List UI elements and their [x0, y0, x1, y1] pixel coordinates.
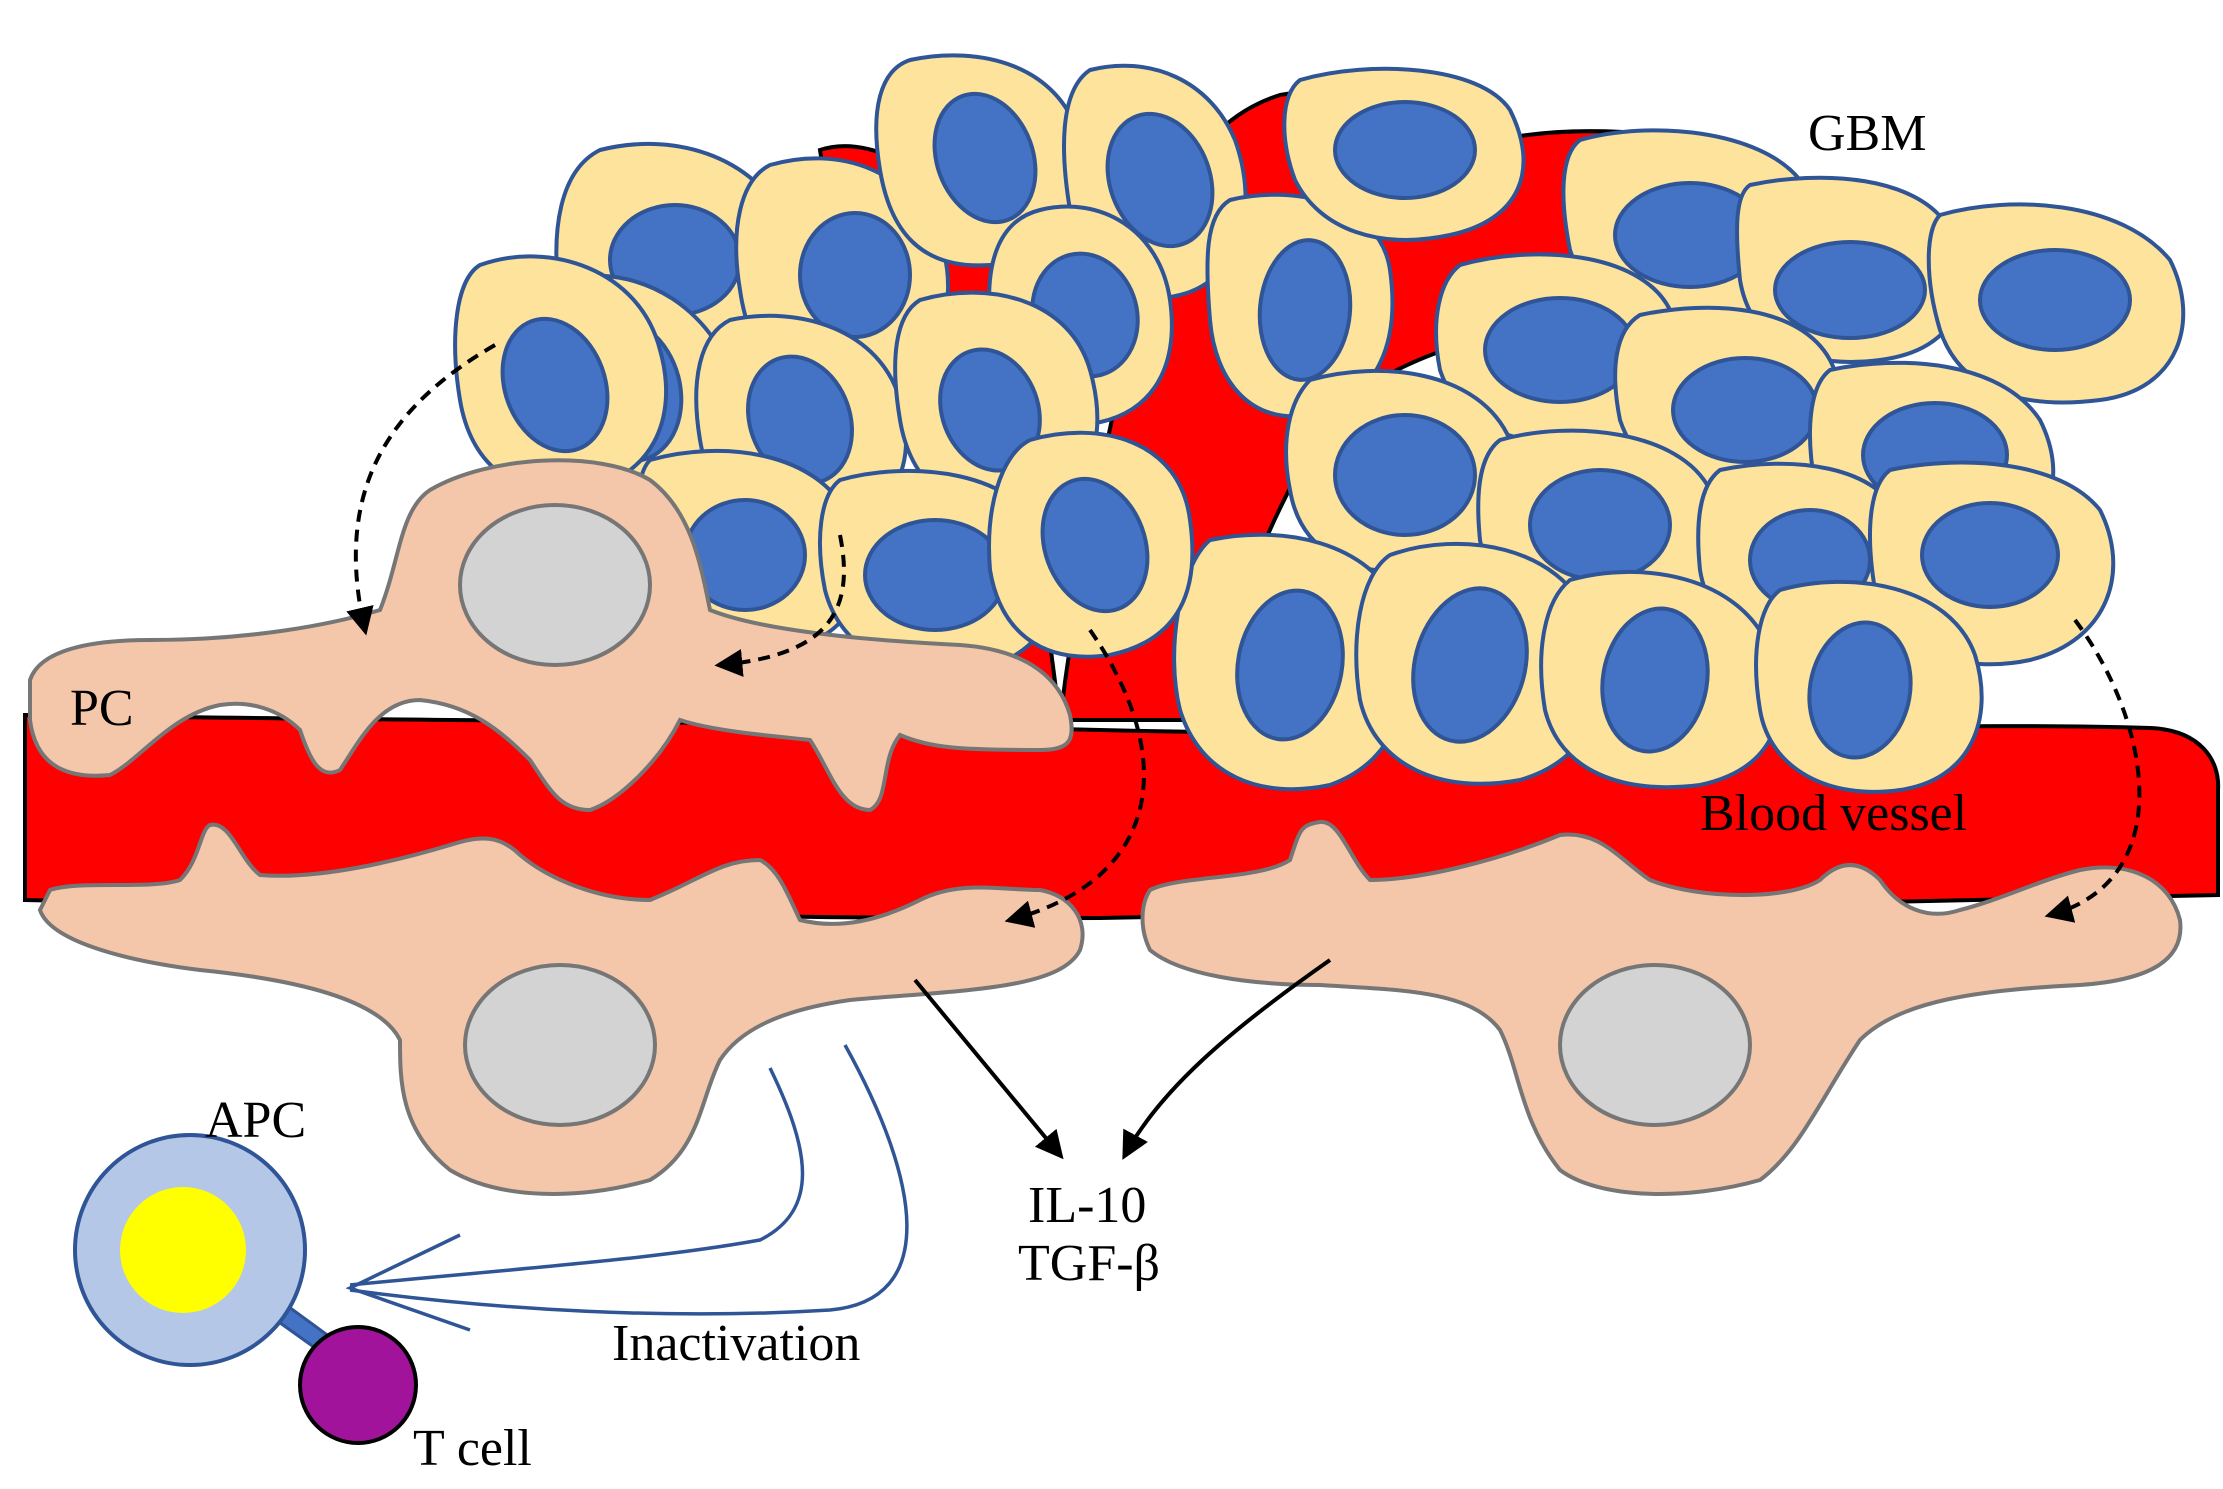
inactivation-arrow	[345, 1044, 909, 1332]
gbm-cell	[1539, 569, 1782, 790]
gbm-cell	[1613, 305, 1846, 495]
gbm-tumor-cells	[453, 53, 2186, 794]
solid-arrow	[913, 978, 1064, 1160]
label-il10: IL-10	[1028, 1177, 1146, 1234]
label-blood-vessel: Blood vessel	[1700, 785, 1967, 842]
dashed-arrow	[346, 343, 497, 636]
label-t-cell: T cell	[413, 1420, 532, 1477]
label-inactivation: Inactivation	[612, 1315, 860, 1372]
dashed-arrow	[714, 534, 846, 677]
label-tgfb: TGF-β	[1018, 1235, 1160, 1292]
dashed-arrow	[1004, 628, 1146, 928]
pericyte-bottom-left	[37, 822, 1085, 1196]
gbm-cell	[987, 430, 1195, 659]
pericyte-bottom-right	[1140, 820, 2183, 1196]
inactivation-arrowhead	[345, 1233, 471, 1332]
pericyte-top	[28, 458, 1074, 813]
dashed-arrow	[2044, 618, 2142, 923]
inactivation-arrow-inner	[349, 1044, 909, 1316]
inactivation-arrow-outer	[349, 1067, 805, 1287]
label-pc: PC	[70, 680, 134, 737]
pericyte-nucleus	[463, 963, 657, 1127]
t-cell	[298, 1325, 418, 1445]
gbm-cell	[1282, 66, 1526, 242]
gbm-cell	[1926, 202, 2186, 405]
label-gbm: GBM	[1808, 105, 1926, 162]
gbm-cell	[1205, 192, 1395, 419]
pericyte-nucleus	[1558, 963, 1752, 1127]
gbm-cell	[1284, 368, 1524, 574]
apc-tcell	[73, 1133, 418, 1445]
gbm-cell	[1735, 175, 1966, 364]
gbm-cell	[1172, 532, 1410, 792]
pericyte-nucleus	[458, 503, 652, 667]
gbm-cell	[1354, 541, 1602, 786]
cytokine-arrows	[913, 958, 1332, 1160]
apc-nucleus	[120, 1187, 246, 1313]
solid-arrow	[1122, 958, 1332, 1160]
gbm-to-pc-arrows	[346, 343, 2142, 928]
label-apc: APC	[205, 1092, 306, 1149]
gbm-cell	[1754, 579, 1984, 794]
